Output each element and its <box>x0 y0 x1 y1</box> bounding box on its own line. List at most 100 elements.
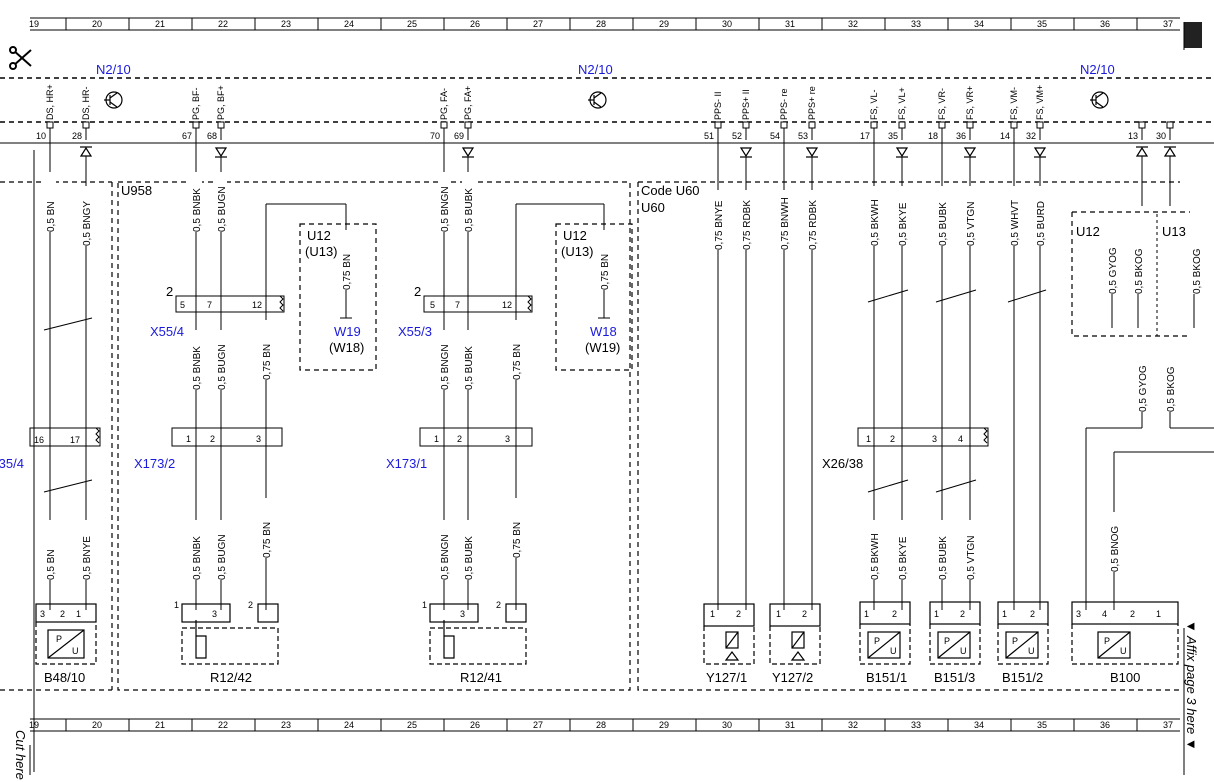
page-corner-marker <box>1184 22 1202 48</box>
pin-x173-1-1: 1 <box>434 434 439 444</box>
wire-label: 0,5 BUBK <box>464 536 475 580</box>
wire-label: 0,75 BN <box>600 254 611 290</box>
group-code-u60: Code U60 <box>641 183 700 198</box>
sensor-p: P <box>56 634 62 644</box>
transistor-icon <box>1090 91 1109 109</box>
cut-here-note: Cut here <box>13 730 28 780</box>
wire-label: 0,5 BNBK <box>192 346 203 390</box>
wire-label: 0,5 WHVT <box>1010 200 1021 246</box>
component-label: B151/1 <box>866 670 907 685</box>
pin-x35-16: 16 <box>34 435 44 445</box>
pin-r1242-1: 1 <box>174 600 179 610</box>
pin-signal-name: PG, FA- <box>439 88 449 120</box>
wire-label: 0,5 BUBK <box>464 188 475 232</box>
wire-label: 0,5 BUBK <box>938 536 949 580</box>
transistor-icon <box>588 91 607 109</box>
pin-contact <box>1036 121 1044 129</box>
sensor-u: U <box>1028 646 1035 656</box>
wire-label: 0,5 BNGN <box>440 186 451 232</box>
pin-number: 51 <box>704 131 714 141</box>
column-label: 28 <box>596 19 606 29</box>
wire-label: 0,5 BNYE <box>82 536 93 580</box>
pin-contact <box>217 121 225 129</box>
pin-number: 70 <box>430 131 440 141</box>
twisted-pair-markers <box>43 289 1047 493</box>
sensor-p: P <box>944 636 950 646</box>
wire-label: 0,5 VTGN <box>966 536 977 580</box>
connector-w18-alt: (W18) <box>329 340 364 355</box>
pin-signal-name: FS, VR- <box>937 88 947 120</box>
component-label: Y127/2 <box>772 670 813 685</box>
pin-x55-4-12: 12 <box>252 300 262 310</box>
column-label: 37 <box>1163 19 1173 29</box>
pin-b100-3: 3 <box>1076 609 1081 619</box>
wire-label: 0,5 BNBK <box>192 536 203 580</box>
wire-label: 0,5 GYOG <box>1108 247 1119 294</box>
component-label: R12/42 <box>210 670 252 685</box>
pin-number: 54 <box>770 131 780 141</box>
column-label: 21 <box>155 720 165 730</box>
pin-contact <box>742 121 750 129</box>
pin-number: 69 <box>454 131 464 141</box>
pin-b1511-1: 1 <box>864 609 869 619</box>
column-label: 24 <box>344 720 354 730</box>
pin-r1241-2: 2 <box>496 600 501 610</box>
pin-number: 35 <box>888 131 898 141</box>
wire-label: 0,5 BKYE <box>898 202 909 246</box>
column-label: 24 <box>344 19 354 29</box>
sensor-u: U <box>72 646 79 656</box>
connector-x55-4: X55/4 <box>150 324 184 339</box>
pin-x173-2-2: 2 <box>210 434 215 444</box>
column-label: 27 <box>533 720 543 730</box>
pin-b1513-2: 2 <box>960 609 965 619</box>
pin-x55-3-2: 2 <box>414 284 421 299</box>
column-label: 27 <box>533 19 543 29</box>
pin-signal-name: FS, VR+ <box>965 86 975 120</box>
group-u12-right: U12 <box>563 228 587 243</box>
pin-number: 28 <box>72 131 82 141</box>
wire-label: 0,5 BUGN <box>217 186 228 232</box>
pin-b1511-2: 2 <box>892 609 897 619</box>
wire-label: 0,5 BNBK <box>192 188 203 232</box>
column-label: 29 <box>659 19 669 29</box>
pin-r1241-3: 3 <box>460 609 465 619</box>
column-label: 23 <box>281 19 291 29</box>
sensor-p: P <box>1012 636 1018 646</box>
column-label: 35 <box>1037 19 1047 29</box>
module-label-n2-10: N2/10 <box>1080 62 1115 77</box>
component-label: R12/41 <box>460 670 502 685</box>
wire-label: 0,5 BNGN <box>440 534 451 580</box>
wire-label: 0,5 BUGN <box>217 534 228 580</box>
wire-label: 0,75 BN <box>512 344 523 380</box>
pin-contact <box>870 121 878 129</box>
pin-x26-2: 2 <box>890 434 895 444</box>
affix-note: ▼ Affix page 3 here ▼ <box>1184 620 1199 751</box>
wire-label: 0,5 GYOG <box>1138 365 1149 412</box>
pin-signal-name: PG, BF+ <box>216 85 226 120</box>
wire-label: 0,5 BUBK <box>938 202 949 246</box>
column-label: 36 <box>1100 720 1110 730</box>
pin-signal-name: FS, VM- <box>1009 87 1019 120</box>
pin-x173-1-2: 2 <box>457 434 462 444</box>
pin-x26-3: 3 <box>932 434 937 444</box>
pin-signal-name: FS, VL- <box>869 89 879 120</box>
pin-b100-2: 2 <box>1130 609 1135 619</box>
connector-blocks <box>29 295 989 447</box>
connector-x173-2: X173/2 <box>134 456 175 471</box>
wire-label: 0,75 BN <box>342 254 353 290</box>
pin-contact <box>192 121 200 129</box>
pin-number: 10 <box>36 131 46 141</box>
component-label: B48/10 <box>44 670 85 685</box>
column-label: 19 <box>29 19 39 29</box>
group-u13-right: (U13) <box>561 244 594 259</box>
group-u12-left: U12 <box>307 228 331 243</box>
group-u958: U958 <box>121 183 152 198</box>
wire-label: 0,75 RDBK <box>742 200 753 250</box>
component-label: B151/3 <box>934 670 975 685</box>
pin-signal-name: DS, HR+ <box>45 84 55 120</box>
wire-label: 0,5 BUBK <box>464 346 475 390</box>
pin-b100-4: 4 <box>1102 609 1107 619</box>
wire-label: 0,5 BN <box>46 201 57 232</box>
